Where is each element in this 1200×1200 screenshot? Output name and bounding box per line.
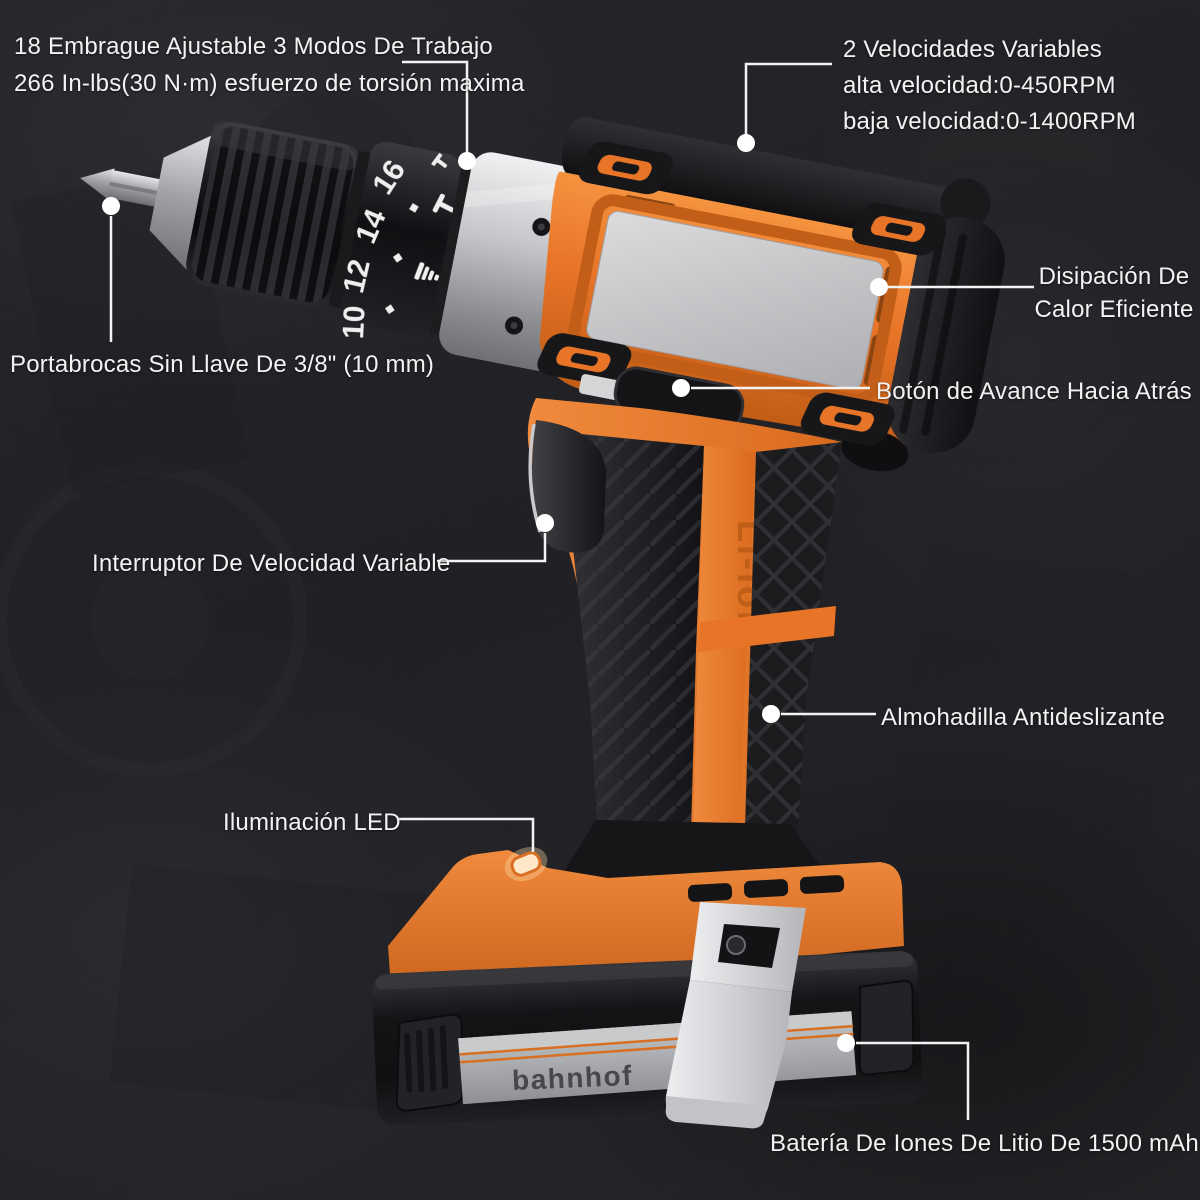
corner-accent [578, 141, 673, 195]
clutch-callout-line [402, 60, 469, 156]
grip-callout-label: Almohadilla Antideslizante [881, 704, 1166, 731]
clutch-callout-line2: 266 In-lbs(30 N·m) esfuerzo de torsión m… [14, 70, 525, 97]
chuck-callout-label: Portabrocas Sin Llave De 3/8" (10 mm) [10, 351, 435, 378]
callout-lines [109, 60, 1034, 1120]
handle: Li-ion [527, 398, 842, 886]
brand-text: bahnhof [511, 1060, 633, 1096]
chuck-nose [149, 131, 220, 276]
led-callout-line [399, 817, 535, 852]
screw-mode-icon [414, 262, 440, 281]
corner-accent [537, 333, 632, 386]
nameplate-frame [568, 194, 902, 407]
battery-latch[interactable] [393, 1013, 465, 1112]
heat-callout-label: Disipación De Calor Eficiente [1026, 260, 1200, 326]
drill-bit-mode-icon [432, 193, 455, 213]
corner-accent [800, 392, 895, 446]
heat-callout-line2: Calor Eficiente [1034, 296, 1194, 323]
reverse-button-callout-label: Botón de Avance Hacia Atrás [876, 378, 1192, 405]
trigger-callout-label: Interruptor De Velocidad Variable [92, 550, 451, 577]
led-light [504, 847, 548, 881]
liion-stripe [692, 446, 756, 868]
hammer-mode-icon [431, 153, 448, 168]
drill-head: 16 14 12 10 [80, 117, 1005, 472]
speed-callout-line1: 2 Velocidades Variables [843, 36, 1102, 63]
nameplate [586, 210, 884, 390]
motor-back-cap [841, 178, 1005, 472]
clutch-callout-label: 18 Embrague Ajustable 3 Modos De Trabajo… [14, 28, 525, 102]
battery-callout-label: Batería De Iones De Litio De 1500 mAh [770, 1130, 1199, 1157]
base-vents [687, 875, 845, 902]
dial-number-10: 10 [337, 305, 372, 340]
chuck [186, 120, 373, 309]
led-callout-label: Iluminación LED [223, 809, 401, 836]
heat-callout-line1: Disipación De [1038, 263, 1190, 290]
clutch-callout-line1: 18 Embrague Ajustable 3 Modos De Trabajo [14, 33, 493, 60]
drill-bit [80, 168, 165, 208]
clutch-ring[interactable]: 16 14 12 10 [328, 138, 468, 356]
speed-callout-line [744, 62, 832, 138]
speed-callout-line3: baja velocidad:0-1400RPM [843, 108, 1136, 135]
belt-clip [665, 902, 806, 1129]
speed-callout-label: 2 Velocidades Variables alta velocidad:0… [843, 32, 1136, 140]
dial-number-12: 12 [337, 256, 377, 296]
corner-accent [852, 202, 946, 256]
callout-dots [102, 134, 888, 1052]
trigger-callout-line [437, 533, 547, 563]
speed-callout-line2: alta velocidad:0-450RPM [843, 72, 1116, 99]
battery-callout-line [856, 1041, 970, 1120]
motor-housing [537, 117, 1005, 472]
